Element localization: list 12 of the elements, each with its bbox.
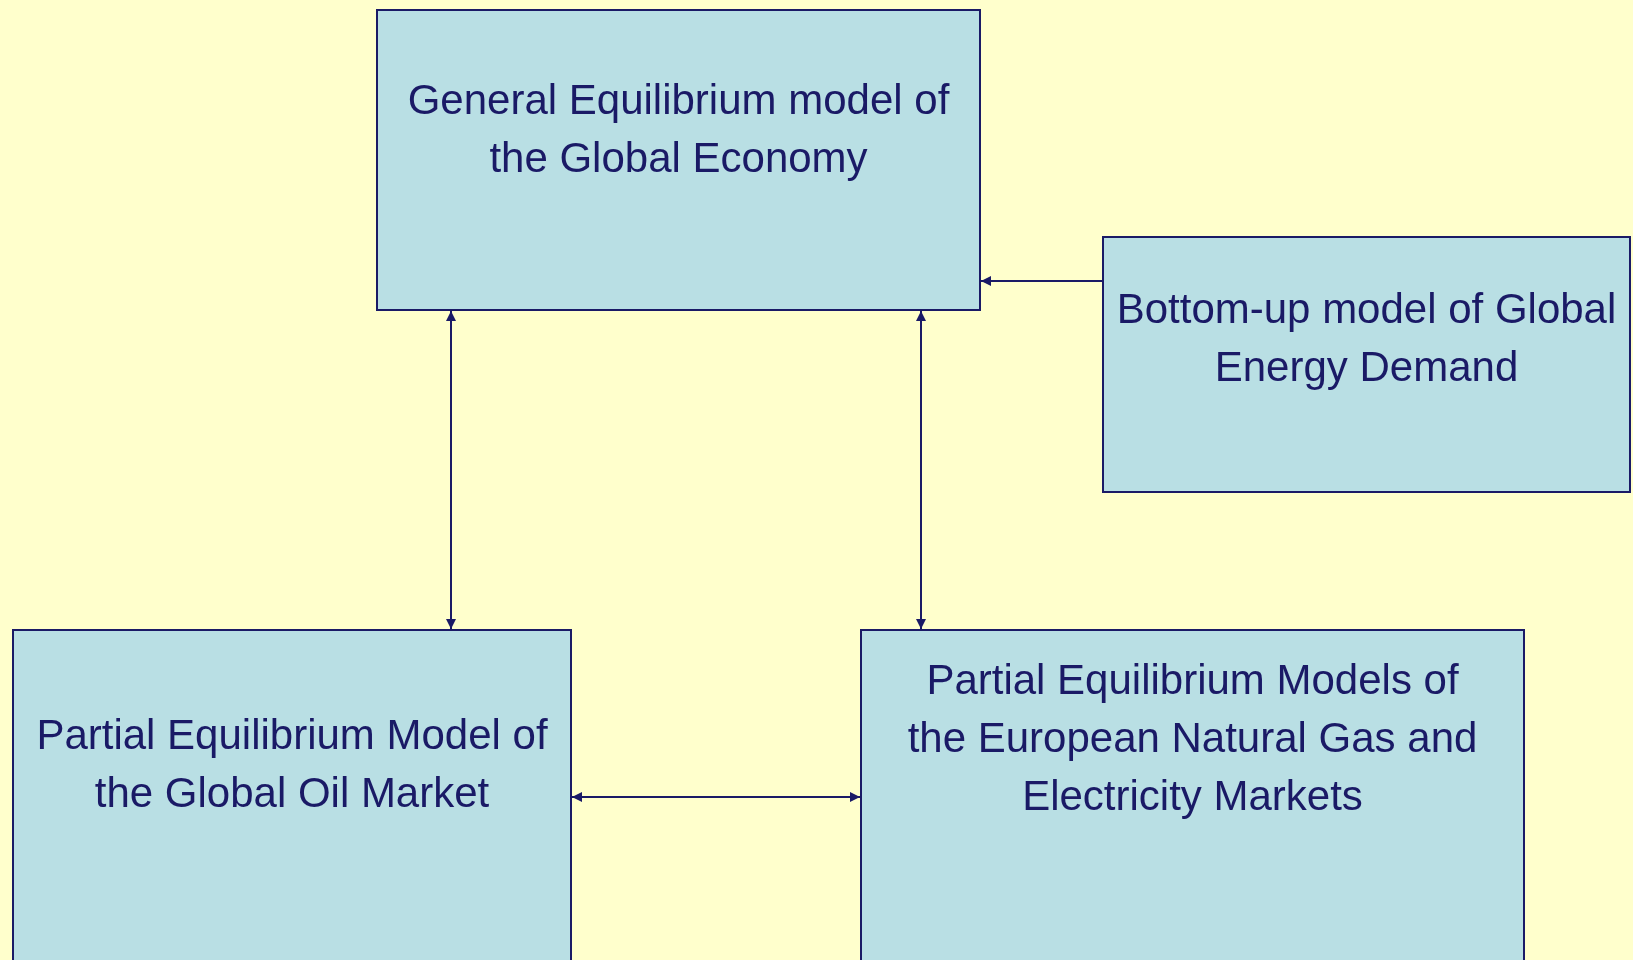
model-box	[1102, 236, 1631, 493]
arrow	[916, 310, 926, 630]
arrow	[980, 276, 1103, 286]
box-label: General Equilibrium model of the Global Economy	[406, 75, 951, 183]
model-box	[860, 629, 1525, 960]
box-label: Bottom-up model of Global Energy Demand	[1115, 284, 1618, 392]
model-box	[376, 9, 981, 311]
model-box	[12, 629, 572, 960]
arrow	[571, 792, 861, 802]
arrow	[446, 310, 456, 630]
box-label: Partial Equilibrium Model of the Global Oil Market	[35, 710, 549, 818]
box-label: Partial Equilibrium Models of the European Natural Gas and Electricity Markets	[906, 655, 1479, 821]
